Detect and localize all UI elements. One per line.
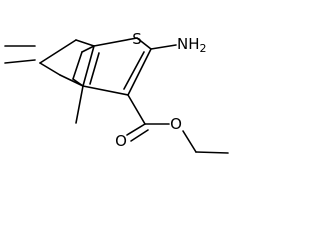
bond-ring-c2-c3	[127, 48, 152, 96]
bond-ring-c7a-c3a	[82, 45, 95, 87]
bond-cage-right-lower	[72, 78, 84, 87]
amine-element: NH	[177, 35, 200, 53]
chemical-structure: S NH2 O O	[4, 30, 229, 154]
bond-ring-c2-c3-double	[123, 51, 145, 90]
atom-label-layer: S NH2 O O	[115, 30, 206, 150]
bond-cage-right-middle	[72, 51, 83, 80]
sulfur-atom-label: S	[132, 30, 142, 48]
bond-methyl-lower	[4, 59, 36, 64]
bond-ring-c7a-s	[93, 37, 138, 47]
bond-cage-left-upper	[39, 39, 77, 64]
bond-c3-carbonyl	[127, 94, 146, 125]
amine-subscript: 2	[200, 42, 207, 55]
bond-ring-c3-c3a	[82, 85, 129, 96]
bond-layer	[4, 37, 229, 154]
bond-methyl-bridgehead	[75, 85, 84, 124]
bond-cage-right-upper	[81, 45, 95, 53]
bond-ethyl-ch2-ch3	[195, 151, 229, 154]
bond-c2-amine	[150, 44, 177, 50]
bond-cage-top-left	[75, 39, 95, 47]
bond-ester-o-ch2	[182, 130, 197, 153]
bond-ring-s-c2	[136, 37, 152, 50]
bond-carbonyl-double-b	[130, 129, 149, 142]
bond-carbonyl-double-a	[126, 123, 146, 136]
amine-label: NH2	[177, 35, 207, 55]
ester-oxygen-label: O	[170, 115, 182, 133]
carbonyl-oxygen-label: O	[115, 132, 127, 150]
bond-ring-c7a-c3a-double	[89, 52, 100, 85]
bond-cage-left-lower	[39, 62, 61, 76]
